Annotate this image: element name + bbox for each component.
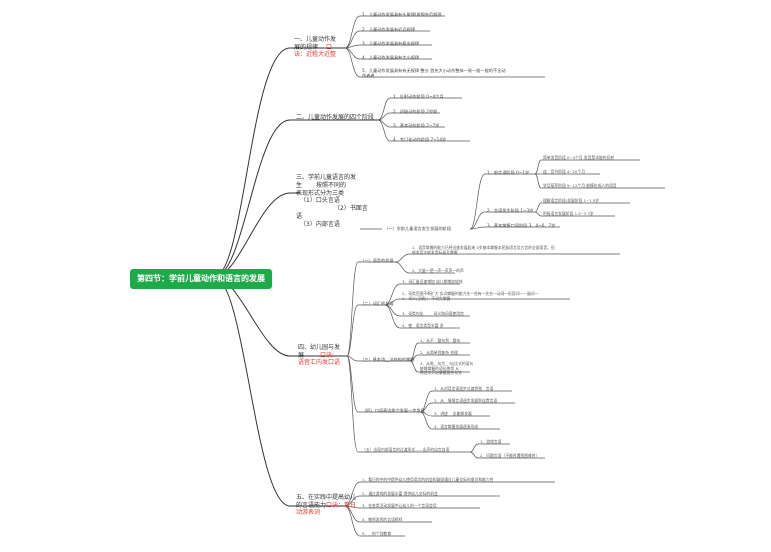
branch-4-sec-1-item-1-line-2: 能发音才能发音标准及掌握 xyxy=(412,249,458,255)
branch-1-title-line-2: 展的规律口 xyxy=(294,43,333,51)
branch-4-sec-2-item-2[interactable]: 2、词类范围不断扩大 实词掌握的能力先一些有一先名一动词一形容词一一副词一 3、… xyxy=(402,291,539,301)
branch-3-title-line-1: 三、学前儿童语言的发 xyxy=(296,174,357,181)
branch-1-item-5[interactable]: 5、儿童动作发展具有有无规律 整分 首先大小动作整体一致一般一般的不全动 作者者 xyxy=(362,68,506,79)
branch-4-sec-4[interactable]: （四）口语表达能力发展一步发展 xyxy=(362,408,425,413)
branch-3-stage-1-b[interactable]: 连__音节阶段 4~10个月 xyxy=(543,169,586,174)
branch-1-title-line-1: 一、儿童动作发 xyxy=(294,36,337,43)
branch-2-item-3[interactable]: 3、基本动作阶段 2~7岁 xyxy=(393,123,440,128)
branch-3-stage-1[interactable]: 1、前言语阶段 0~1岁 xyxy=(487,170,530,175)
branch-4-sec-4-item-4[interactable]: 4、语言掌握发展逐渐形成 xyxy=(434,424,479,429)
branch-4-sec-2-item-1[interactable]: 1、词汇量迅速增加 幼儿期增加较快 xyxy=(402,279,463,284)
branch-2-item-1[interactable]: 1、反射动作阶段 0~4个月 xyxy=(393,94,444,99)
branch-5-item-5[interactable]: 5、__的个别教育 xyxy=(362,531,391,536)
branch-4-sec-4-item-2[interactable]: 2、从__情境言语逐步发展到连贯言语 xyxy=(434,398,498,403)
branch-4-sec-3-item-3-line-1: 3、从陈__句为__句(比式的语句 xyxy=(420,361,474,366)
branch-4-sec-3-item-3-line-3: 陈述句开始掌握复杂句式 xyxy=(420,370,462,376)
branch-4-sec-4-item-1[interactable]: 1、从对话言语逐步过渡到独__言语 xyxy=(434,386,494,391)
branch-3-stage-3[interactable]: 3、基本掌握口语阶段 3、4~6、7岁 xyxy=(487,223,556,228)
branch-1-item-5-line-1: 5、儿童动作发展具有有无规律 整分 首先大小动作整体一致一般一般的不全动 xyxy=(362,68,506,73)
branch-4-sec-2-item-3[interactable]: 3、词类内化__ __ 词义和词语使用完 xyxy=(402,311,464,316)
branch-3-topic[interactable]: 三、学前儿童语言的发 生按照不同的 表现形式分为三类 （1）口头言语 （2）书面… xyxy=(296,174,368,229)
branch-2-item-4[interactable]: 4、专门化动作阶段 7~14岁 xyxy=(393,137,447,142)
branch-3-stages-title[interactable]: （一）学前儿童语言发生发展的阶段 xyxy=(384,226,452,231)
branch-5-title-line-1: 五、在实践中提高幼儿 xyxy=(296,494,357,501)
branch-4-sec-5-item-2[interactable]: 2、问题言语（不能时遇到困难时） xyxy=(480,453,540,458)
branch-2-item-2[interactable]: 2、初级动作阶段 2岁前 xyxy=(393,109,438,114)
branch-3-stage-2-a[interactable]: 理解语言阶段(发展阶段 1~1.5岁 xyxy=(543,198,600,203)
branch-4-sec-3-item-3[interactable]: 3、从陈__句为__句(比式的语句 能够掌握的语句使用 从 陈述句开始掌握复杂句… xyxy=(420,361,474,376)
link-root-b3 xyxy=(213,192,300,278)
branch-4-sec-3-item-1[interactable]: 1、从不__整句到__整句 xyxy=(420,338,461,343)
branch-4-topic[interactable]: 四、幼儿园与发 展口诀: 语音汇内发口语 xyxy=(298,344,340,367)
branch-4-sec-5[interactable]: （五）出现内部语言的过渡形式——出声的自言自语 xyxy=(362,447,450,452)
branch-3-oral: （1）口头言语 xyxy=(300,197,340,205)
branch-1-item-3[interactable]: 3、儿童动作发展具有粗出规律 xyxy=(362,41,420,46)
branch-3-title-line-3: 表现形式分为三类 xyxy=(296,189,345,197)
branch-5-item-2[interactable]: 2、通过游戏的发展丰富 提供幼儿交际的机会 xyxy=(362,491,438,496)
branch-4-sec-2-item-2-line-1: 2、词类范围不断扩大 实词掌握的能力先一些有一先名一动词一形容词一一副词一 xyxy=(402,291,539,296)
branch-3-stage-1-a[interactable]: 简单发音阶段 0~4个月 发音是本能的反射 xyxy=(543,155,615,160)
branch-4-sec-1-item-1-line-1: 1、语音掌握的能力已经迅速发展起来 4岁基本掌握本民族语言及方言的全部语音，但 xyxy=(412,245,555,250)
branch-1-item-2[interactable]: 2、儿童动作发展有近远规律 xyxy=(362,27,415,32)
branch-3-stage-2[interactable]: 2、言语发生阶段 1~3岁 xyxy=(487,208,534,213)
branch-3-title-line-2: 生按照不同的 xyxy=(296,181,347,189)
branch-1-item-5-line-2: 作者者 xyxy=(362,73,375,79)
link-root-b5 xyxy=(213,276,345,507)
branch-5-item-3[interactable]: 3、在各类活动发展中让幼儿的一个言语会话 xyxy=(362,503,437,508)
branch-4-title-line-2: 展口诀: xyxy=(298,351,335,359)
branch-1-mnemonic: 诀：近粗大近整 xyxy=(294,51,337,58)
branch-1-item-4[interactable]: 4、儿童动作发展具有大小规律 xyxy=(362,55,420,60)
branch-3-written-cont: 语 xyxy=(296,212,303,220)
branch-4-title-line-1: 四、幼儿园与发 xyxy=(298,344,341,351)
root-topic[interactable]: 第四节：学前儿童动作和语言的发展 xyxy=(130,269,272,289)
branch-4-sec-3[interactable]: （三）基本语__法结构的掌握 xyxy=(360,357,415,362)
branch-4-sec-2-item-4[interactable]: 4、使__语言类型丰富 多 xyxy=(402,323,444,328)
branch-4-sec-2-item-2-line-2: 3、词义(正确)； 不词先掌握 xyxy=(402,295,451,301)
branch-5-item-1[interactable]: 1、看日的中的中提供幼儿使用语言的机会和鼓励通过儿童交际的意识和能力性 xyxy=(362,477,494,482)
branch-4-sec-2[interactable]: （二）词汇的发展 xyxy=(360,301,394,306)
branch-4-sec-4-item-3[interactable]: 3、讲述 __出能够发展 xyxy=(434,411,472,416)
branch-4-mnemonic: 语音汇内发口语 xyxy=(298,359,341,366)
branch-5-item-4[interactable]: 4、教师发挥的言语榜样 xyxy=(362,517,403,522)
branch-4-sec-1-item-1[interactable]: 1、语音掌握的能力已经迅速发展起来 4岁基本掌握本民族语言及方言的全部语音，但 … xyxy=(412,245,555,255)
branch-4-sec-3-item-2[interactable]: 2、从简单到复杂 合理 xyxy=(420,350,458,355)
branch-3-inner: （3）内部言语 xyxy=(300,220,340,228)
branch-3-stage-2-b[interactable]: 积极语言发展阶段 1.5~3 3岁 xyxy=(543,211,594,216)
branch-4-sec-1[interactable]: （一）语音的发展 xyxy=(360,258,394,263)
branch-3-stage-1-c[interactable]: 学话萌芽阶段 9~12个月 能模仿成人的语音 xyxy=(543,183,617,188)
branch-5-mnemonic: 动游表词 xyxy=(296,509,321,516)
branch-2-topic[interactable]: 二、儿童动作发展的四个阶段 xyxy=(296,114,375,121)
branch-1-topic[interactable]: 一、儿童动作发 展的规律口 诀：近粗大近整 xyxy=(294,36,336,59)
link-root-b1 xyxy=(213,47,345,278)
branch-5-title-line-2: 的言语能力口诀：看日 xyxy=(296,501,357,509)
branch-3-written: （2）书面言 xyxy=(334,205,368,213)
branch-4-sec-5-item-1[interactable]: 1、游戏言语 xyxy=(480,439,502,444)
branch-1-item-1[interactable]: 1、儿童动作发展具有头尾律(按照先后顺序 xyxy=(362,12,442,17)
branch-4-sec-3-item-3-line-2: 能够掌握的语句使用 从 xyxy=(420,365,460,371)
branch-5-topic[interactable]: 五、在实践中提高幼儿 的言语能力口诀：看日 动游表词 xyxy=(296,494,356,517)
branch-4-sec-1-item-2[interactable]: 2、大量一把一声一声声一的声 xyxy=(412,268,464,273)
